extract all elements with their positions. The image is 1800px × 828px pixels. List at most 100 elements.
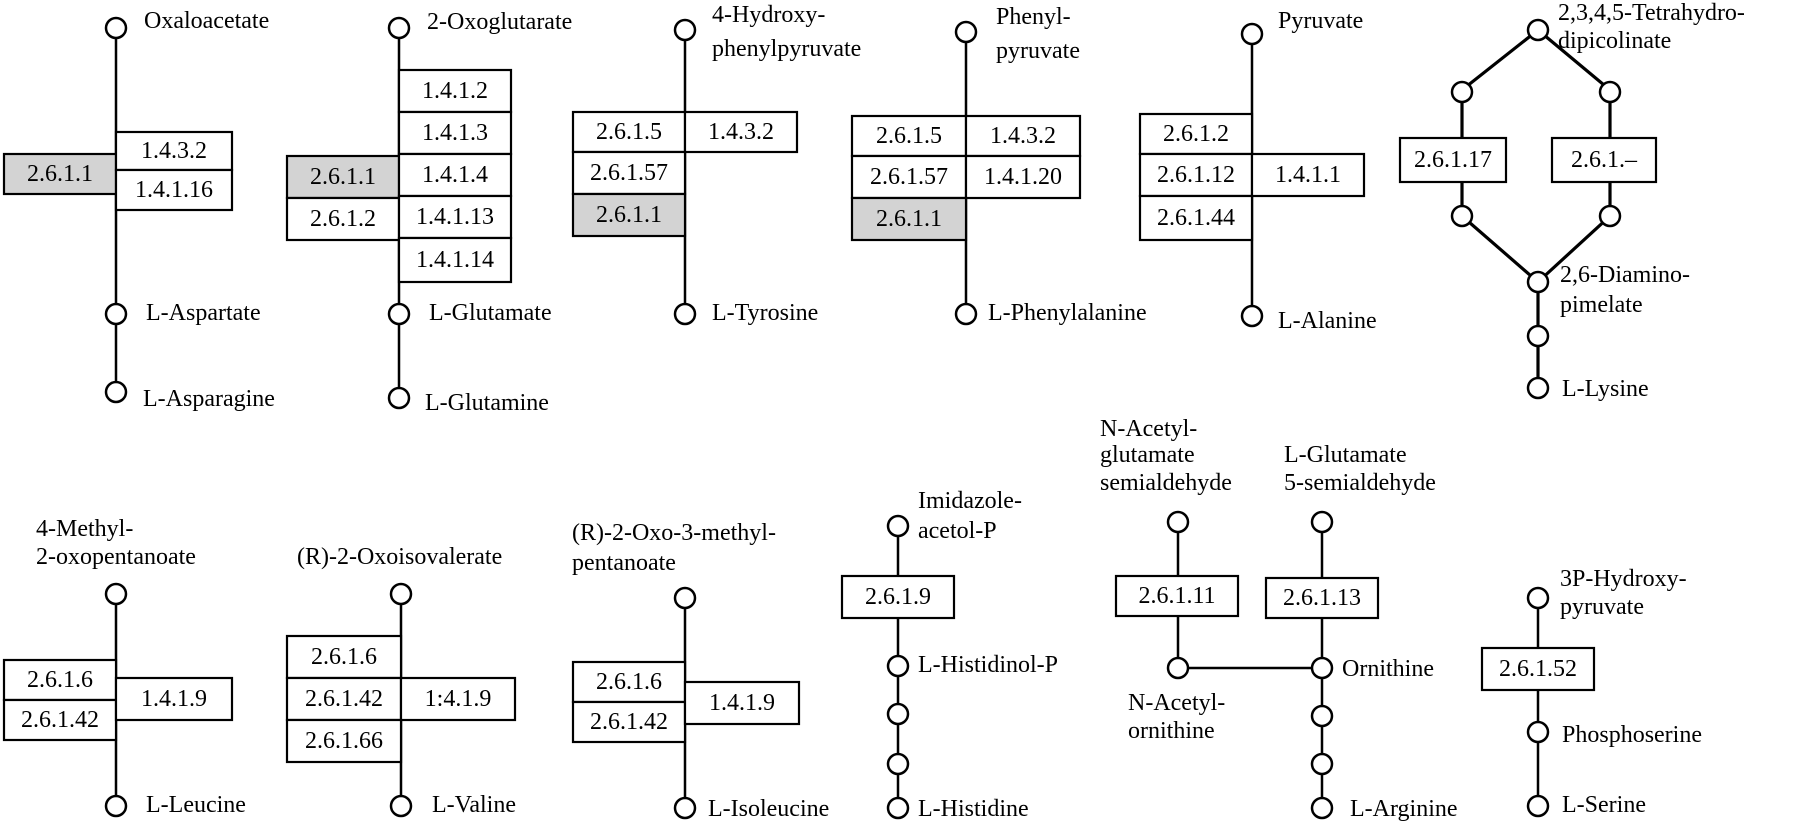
ec-label: 1.4.3.2	[141, 138, 207, 164]
ec-box	[683, 110, 799, 154]
ec-box	[964, 154, 1082, 200]
metabolite-label: 4-Methyl-	[36, 516, 133, 542]
ec-label: 2.6.1.2	[310, 206, 376, 232]
metabolite-node	[673, 586, 697, 610]
ec-box	[1550, 136, 1658, 184]
metabolite-node	[1310, 796, 1334, 820]
metabolite-label: L-Histidinol-P	[918, 652, 1058, 678]
ec-label: 1.4.1.2	[422, 78, 488, 104]
metabolite-label: L-Arginine	[1350, 796, 1458, 822]
metabolite-label: L-Lysine	[1562, 376, 1649, 402]
metabolite-label: L-Histidine	[918, 796, 1029, 822]
metabolite-node	[387, 16, 411, 40]
ec-label: 1.4.1.14	[416, 247, 494, 273]
metabolite-node	[1166, 656, 1190, 680]
metabolite-label: semialdehyde	[1100, 470, 1232, 496]
pathway-aspartate: 2.6.1.1 1.4.3.2 1.4.1.16 Oxaloacetate L-…	[2, 8, 275, 412]
ec-label: 1.4.1.1	[1275, 162, 1341, 188]
ec-box	[1138, 194, 1254, 242]
metabolite-label: Phosphoserine	[1562, 722, 1702, 748]
ec-label: 2.6.1.42	[21, 707, 99, 733]
pathway-isoleucine: 2.6.1.6 2.6.1.42 1.4.1.9 (R)-2-Oxo-3-met…	[571, 520, 829, 822]
metabolite-label: phenylpyruvate	[712, 36, 861, 62]
metabolite-node	[389, 582, 413, 606]
metabolite-label: N-Acetyl-	[1128, 690, 1225, 716]
ec-label: 1.4.1.20	[984, 164, 1062, 190]
ec-box	[399, 676, 517, 722]
metabolite-node	[954, 302, 978, 326]
ec-box	[285, 718, 403, 764]
metabolite-label: N-Acetyl-	[1100, 416, 1197, 442]
ec-box	[1114, 574, 1240, 618]
metabolite-node	[886, 796, 910, 820]
ec-box	[571, 150, 687, 196]
metabolite-node	[387, 302, 411, 326]
ec-box	[397, 152, 513, 198]
metabolite-label: pyruvate	[996, 38, 1080, 64]
ec-label: 2.6.1.11	[1138, 583, 1215, 609]
ec-label: 2.6.1.6	[311, 644, 377, 670]
metabolite-node	[673, 796, 697, 820]
ec-label: 2.6.1.66	[305, 728, 383, 754]
metabolite-label: (R)-2-Oxoisovalerate	[297, 544, 502, 570]
metabolite-node	[1310, 510, 1334, 534]
metabolite-label: 2,3,4,5-Tetrahydro-	[1558, 0, 1745, 26]
metabolite-label: 4-Hydroxy-	[712, 2, 825, 28]
metabolite-node	[104, 380, 128, 404]
metabolite-node	[1450, 204, 1474, 228]
metabolite-node	[104, 302, 128, 326]
ec-box	[1480, 646, 1596, 692]
metabolite-node	[673, 302, 697, 326]
ec-label: 2.6.1.42	[305, 686, 383, 712]
metabolite-node	[886, 654, 910, 678]
ec-box	[1398, 136, 1508, 184]
metabolite-label: pyruvate	[1560, 594, 1644, 620]
metabolite-node	[886, 752, 910, 776]
ec-label: 2.6.1.42	[590, 709, 668, 735]
metabolite-label: L-Valine	[432, 792, 516, 818]
metabolite-label: L-Glutamate	[1284, 442, 1407, 468]
ec-box	[1264, 576, 1380, 620]
pathway-alanine: 2.6.1.2 2.6.1.12 1.4.1.1 2.6.1.44 Pyruva…	[1138, 8, 1377, 334]
metabolite-node	[1166, 510, 1190, 534]
metabolite-label: glutamate	[1100, 442, 1195, 468]
metabolite-node	[104, 582, 128, 606]
metabolite-label: L-Leucine	[146, 792, 246, 818]
metabolite-label: 5-semialdehyde	[1284, 470, 1436, 496]
ec-box	[285, 634, 403, 680]
metabolite-node	[954, 20, 978, 44]
pathway-tyrosine: 2.6.1.5 1.4.3.2 2.6.1.57 2.6.1.1 4-Hydro…	[571, 2, 861, 326]
ec-label: 2.6.1.13	[1283, 585, 1361, 611]
metabolite-label: L-Asparagine	[143, 386, 275, 412]
metabolite-node	[1526, 720, 1550, 744]
metabolite-label: L-Glutamate	[429, 300, 552, 326]
metabolite-label: Ornithine	[1342, 656, 1434, 682]
ec-label: 2.6.1.1	[876, 206, 942, 232]
ec-label: 2.6.1.6	[27, 667, 93, 693]
ec-box	[2, 698, 118, 742]
metabolite-label: dipicolinate	[1558, 28, 1671, 54]
metabolite-label: acetol-P	[918, 518, 997, 544]
metabolite-node	[1526, 376, 1550, 400]
pathway-lysine: 2.6.1.17 2.6.1.– 2,3,4,5-Tetrahydro- dip…	[1398, 0, 1745, 402]
ec-label: 1.4.3.2	[990, 123, 1056, 149]
metabolite-node	[104, 794, 128, 818]
pathway-glutamate: 1.4.1.2 1.4.1.3 2.6.1.1 1.4.1.4 2.6.1.2 …	[285, 9, 572, 416]
ec-box	[840, 574, 956, 620]
metabolite-node	[1310, 752, 1334, 776]
ec-label: 2.6.1.6	[596, 669, 662, 695]
ec-label: 2.6.1.9	[865, 584, 931, 610]
metabolite-label: L-Serine	[1562, 792, 1646, 818]
metabolite-node	[1310, 656, 1334, 680]
metabolite-node	[1240, 304, 1264, 328]
ec-box-2-6-1-1	[571, 192, 687, 238]
ec-box-1-4-1-16	[114, 168, 234, 212]
metabolite-node	[1526, 586, 1550, 610]
ec-label: 2.6.1.5	[876, 123, 942, 149]
pathway-histidine: 2.6.1.9 Imidazole- acetol-P L-Histidinol…	[840, 488, 1058, 822]
metabolite-node	[1526, 794, 1550, 818]
ec-label: 1.4.3.2	[708, 119, 774, 145]
metabolite-label: L-Glutamine	[425, 390, 549, 416]
